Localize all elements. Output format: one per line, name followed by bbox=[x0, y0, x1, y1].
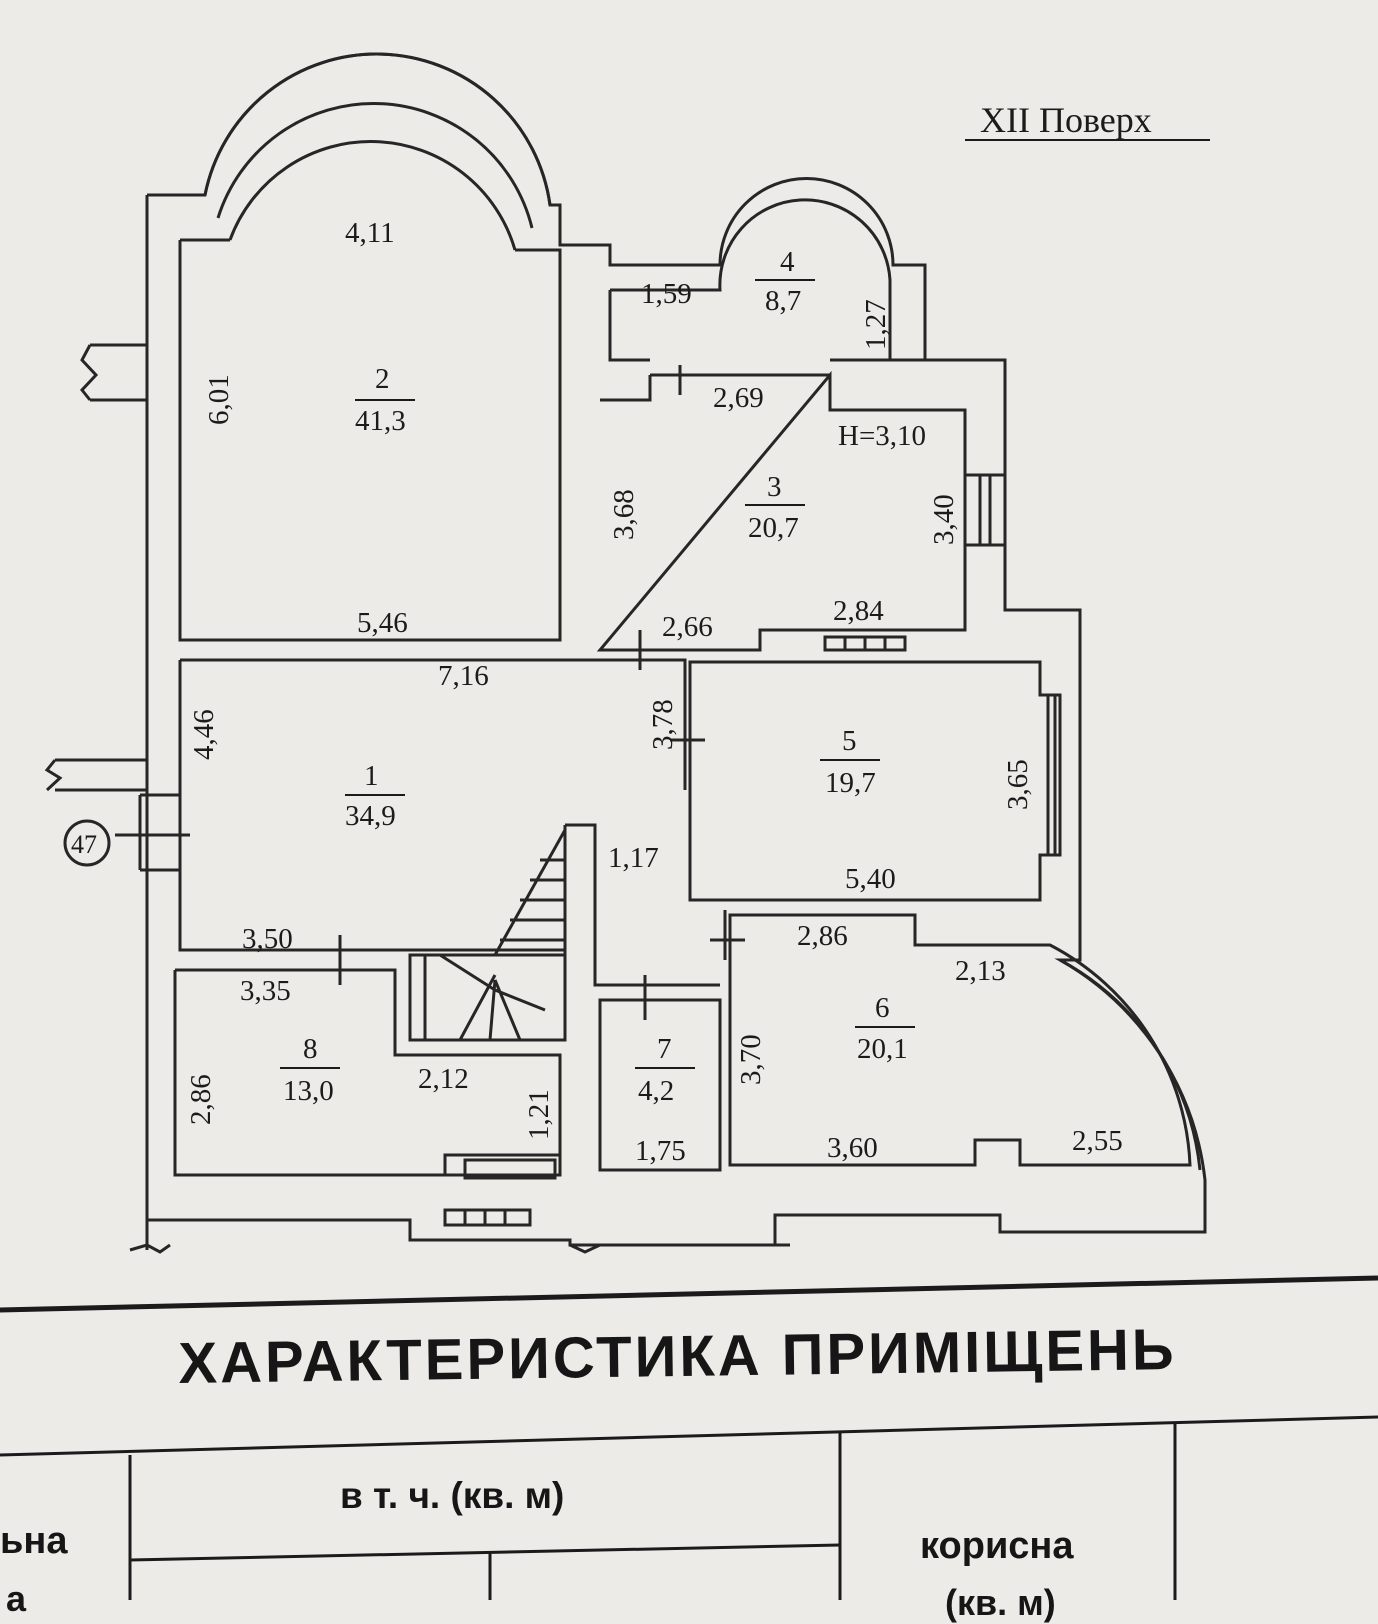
room-5-area: 19,7 bbox=[825, 767, 876, 799]
stair bbox=[408, 829, 567, 1042]
room-3-wall bbox=[596, 370, 967, 652]
room-1-area: 34,9 bbox=[345, 800, 396, 832]
bay-window-inner bbox=[228, 140, 517, 251]
room-8-wall bbox=[173, 968, 562, 1177]
dim-r1-side: 3,78 bbox=[647, 699, 679, 750]
dim-r4-width: 1,59 bbox=[641, 278, 692, 310]
dim-r8-side: 1,21 bbox=[523, 1089, 555, 1140]
window-bottom bbox=[443, 1208, 532, 1227]
room-7-wall bbox=[598, 998, 722, 1172]
dim-r6-bottom: 3,60 bbox=[827, 1132, 878, 1164]
room-5-number: 5 bbox=[842, 725, 857, 757]
dim-r3-top: 2,69 bbox=[713, 382, 764, 414]
room-7-area: 4,2 bbox=[638, 1075, 674, 1107]
marker-circle bbox=[63, 819, 111, 867]
height-note: H=3,10 bbox=[838, 420, 926, 452]
room-6-arc-inner bbox=[1059, 958, 1202, 1171]
room-4-number: 4 bbox=[780, 246, 795, 278]
dim-r5-height: 3,65 bbox=[1002, 759, 1034, 810]
dim-r6-arc: 2,55 bbox=[1072, 1125, 1123, 1157]
useful-unit: (кв. м) bbox=[945, 1582, 1056, 1623]
left-fragment-2: а bbox=[6, 1578, 27, 1619]
room-3-number: 3 bbox=[767, 471, 782, 503]
window-room-3-bottom bbox=[823, 635, 907, 652]
room-6-number: 6 bbox=[875, 992, 890, 1024]
table-heading: ХАРАКТЕРИСТИКА ПРИМІЩЕНЬ bbox=[178, 1317, 1178, 1396]
dim-r5-width: 5,40 bbox=[845, 863, 896, 895]
dim-bay-width: 4,11 bbox=[345, 217, 395, 249]
window-room-8 bbox=[463, 1158, 557, 1180]
bay-window-mid bbox=[216, 102, 534, 229]
dim-r3-right: 3,40 bbox=[928, 494, 960, 545]
dim-r1-bottom: 3,50 bbox=[242, 923, 293, 955]
marker-label: 47 bbox=[71, 830, 97, 859]
dim-r3-bottom-left: 2,66 bbox=[662, 611, 713, 643]
dim-r7-width: 1,75 bbox=[635, 1135, 686, 1167]
dim-r1-height: 4,46 bbox=[188, 709, 220, 760]
room-8-number: 8 bbox=[303, 1033, 318, 1065]
wall-stub-bottom bbox=[44, 758, 147, 792]
room-7-number: 7 bbox=[657, 1033, 672, 1065]
room-2-area: 41,3 bbox=[355, 405, 406, 437]
room-4-wall bbox=[608, 198, 925, 377]
room-1-number: 1 bbox=[364, 760, 379, 792]
room-3-area: 20,7 bbox=[748, 512, 799, 544]
dim-r3-left: 3,68 bbox=[608, 489, 640, 540]
window-room-3 bbox=[965, 473, 1005, 547]
dim-hall: 1,17 bbox=[608, 842, 659, 874]
dim-r6-side: 2,13 bbox=[955, 955, 1006, 987]
including-header: в т. ч. (кв. м) bbox=[340, 1475, 565, 1516]
room-4-area: 8,7 bbox=[765, 285, 801, 317]
room-6-area: 20,1 bbox=[857, 1033, 908, 1065]
dim-r2-height: 6,01 bbox=[203, 374, 235, 425]
window-room-5 bbox=[1046, 695, 1057, 855]
wall-stub-top bbox=[80, 343, 147, 402]
useful-header: корисна bbox=[920, 1525, 1074, 1567]
dim-r8-height: 2,86 bbox=[185, 1074, 217, 1125]
dim-r6-height: 3,70 bbox=[735, 1034, 767, 1085]
dim-r1-width: 7,16 bbox=[438, 660, 489, 692]
room-5-wall bbox=[688, 660, 1062, 902]
entry-door bbox=[138, 793, 180, 872]
dim-r4-side: 1,27 bbox=[860, 299, 892, 350]
room-2-number: 2 bbox=[375, 363, 390, 395]
bay-window-outer bbox=[203, 52, 552, 206]
room-1-wall bbox=[178, 658, 687, 952]
dim-r2-width: 5,46 bbox=[357, 607, 408, 639]
bottom-breaks bbox=[129, 1243, 790, 1254]
door-ticks bbox=[338, 365, 745, 1020]
left-fragment-1: ьна bbox=[0, 1520, 68, 1562]
dim-r8-width: 3,35 bbox=[240, 975, 291, 1007]
room-2-wall bbox=[178, 238, 562, 642]
dim-r6-top: 2,86 bbox=[797, 920, 848, 952]
dim-r8-step: 2,12 bbox=[418, 1063, 469, 1095]
dim-r3-bottom-right: 2,84 bbox=[833, 595, 884, 627]
floor-title: XII Поверх bbox=[980, 100, 1152, 140]
room-8-area: 13,0 bbox=[283, 1075, 334, 1107]
